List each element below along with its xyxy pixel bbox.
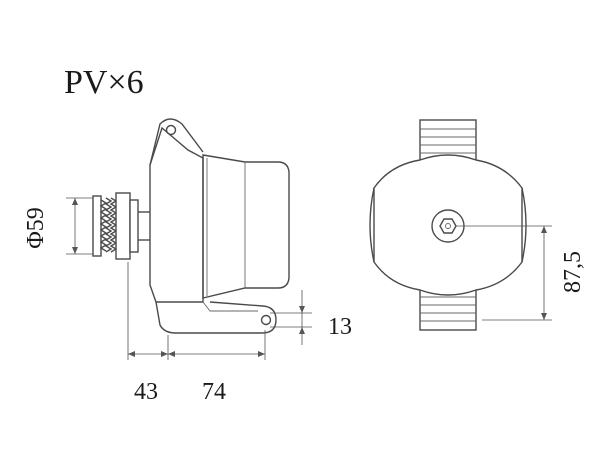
bottom-ear-edge — [202, 301, 258, 312]
ear-dimension — [270, 290, 312, 345]
housing-body — [149, 126, 204, 303]
front-housing-outline — [369, 187, 527, 263]
top-ear-hole — [165, 124, 177, 136]
dimension-87-5-label: 87,5 — [560, 251, 586, 293]
front-view: 87,5 — [369, 119, 586, 331]
pulley-hub — [115, 192, 131, 260]
top-mounting-ear — [149, 118, 204, 166]
length-dimensions — [127, 262, 266, 360]
shaft-nut-icon — [439, 218, 457, 234]
side-view: Φ59 43 74 13 — [23, 118, 352, 405]
rear-cover — [202, 154, 290, 299]
dimension-74-label: 74 — [202, 379, 226, 405]
pulley-front-flange — [92, 195, 102, 257]
bottom-mounting-ear — [155, 301, 277, 334]
dimension-43-label: 43 — [134, 379, 158, 405]
height-dimension — [456, 225, 552, 321]
pulley — [92, 192, 150, 260]
diameter-dimension — [66, 197, 93, 255]
pulley-grooves-2 — [104, 197, 113, 253]
diameter-label: Φ59 — [23, 207, 49, 249]
pulley-grooves — [99, 199, 108, 252]
dimension-13-label: 13 — [328, 314, 352, 340]
bottom-ear-hole — [260, 314, 272, 326]
shaft-center — [445, 223, 451, 229]
front-housing — [373, 154, 523, 296]
belt-profile-title: PV×6 — [64, 64, 144, 101]
pulley-rear-collar — [129, 199, 139, 253]
